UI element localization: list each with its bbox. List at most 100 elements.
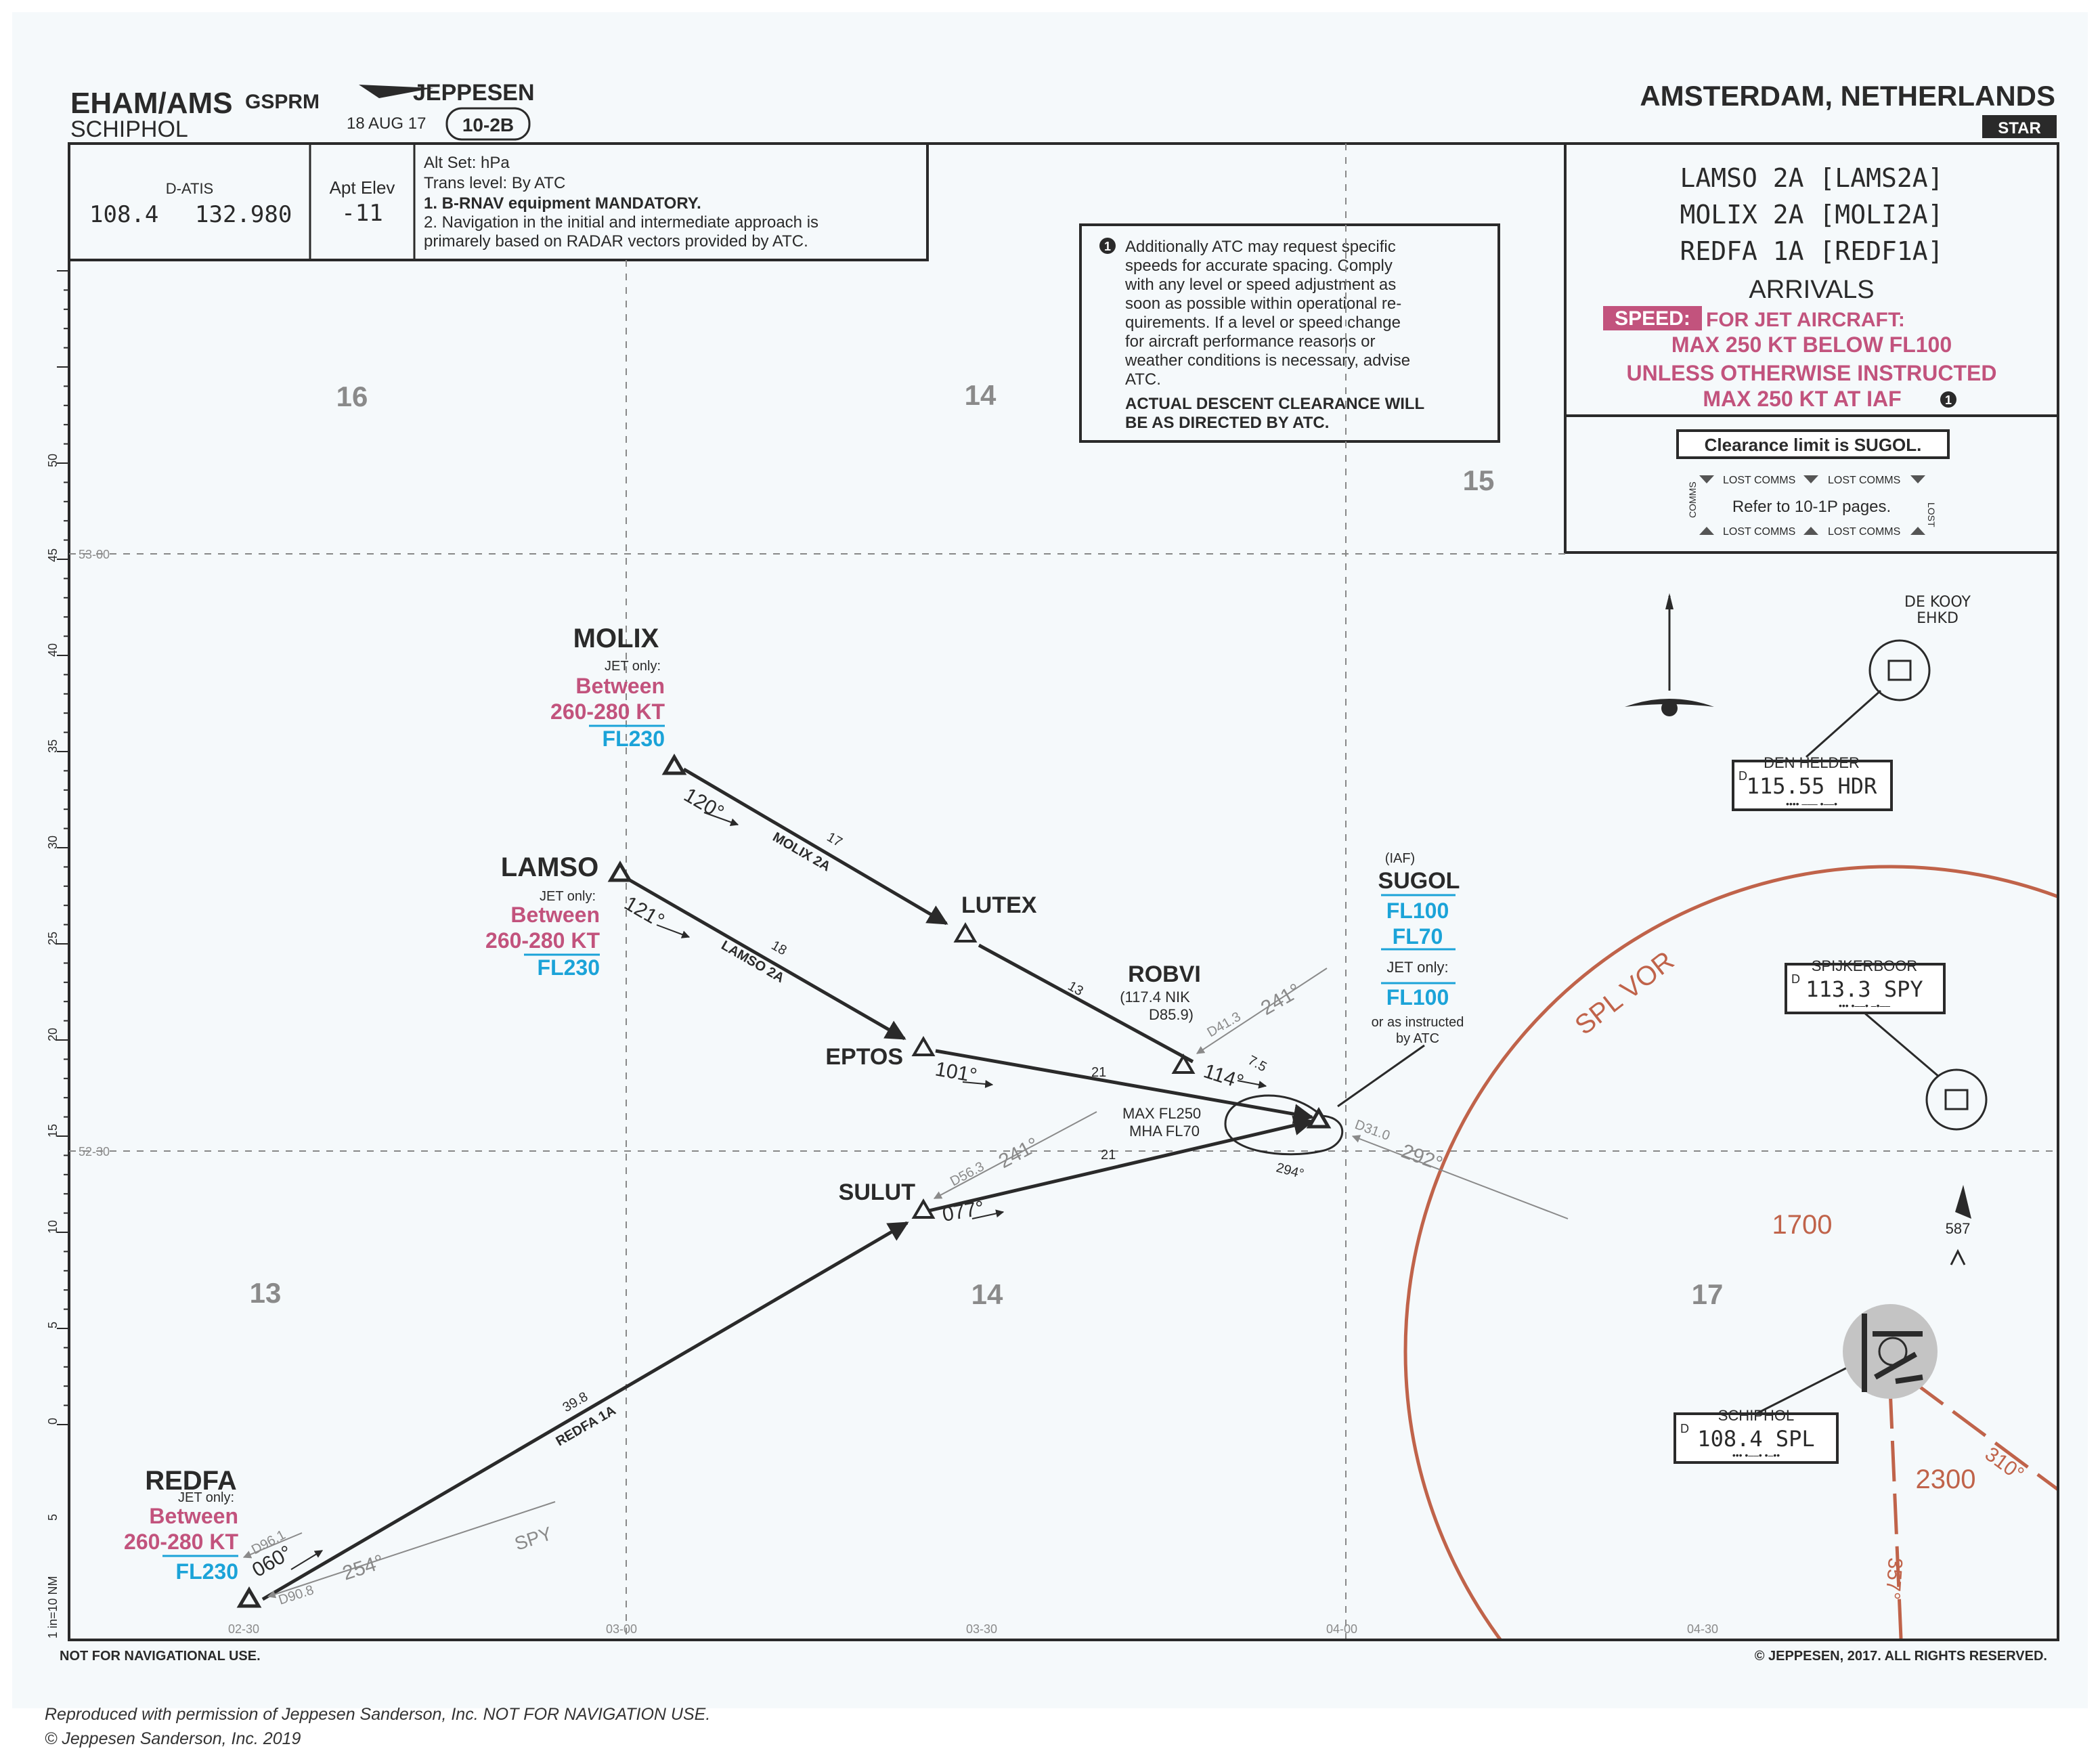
molix-fl: FL230 (603, 727, 665, 751)
reference-radials (242, 968, 1569, 1599)
mora-17: 17 (1692, 1278, 1724, 1310)
schiphol-navaid-box: D SCHIPHOL 108.4 SPL ••• •––• •–•• (1674, 1360, 1861, 1464)
clearance-box (1676, 429, 1950, 459)
lost-comms-top-2: LOST COMMS (1828, 475, 1900, 486)
sugol-or-2: by ATC (1396, 1031, 1439, 1046)
msa-2300: 2300 (1916, 1465, 1976, 1494)
mora-15: 15 (1463, 464, 1495, 496)
note-bold-1: ACTUAL DESCENT CLEARANCE WILL (1125, 395, 1424, 413)
scale-5: 5 (46, 1322, 60, 1328)
speed-line-4: MAX 250 KT AT IAF (1703, 387, 1901, 411)
apt-elev-label: Apt Elev (330, 177, 395, 198)
lamso-label-group: LAMSO JET only: Between 260-280 KT FL230 (485, 852, 600, 980)
trans-level: Trans level: By ATC (424, 174, 565, 192)
den-helder-freq: 115.55 HDR (1747, 773, 1877, 799)
lon-label-1: 02-30 (228, 1622, 259, 1636)
scale-35: 35 (46, 739, 60, 753)
lost-side-label: LOST (1926, 502, 1937, 527)
lost-comms-bottom-2: LOST COMMS (1828, 526, 1900, 538)
scale-50: 50 (46, 454, 60, 467)
spl-morse: ••• •––• •–•• (1732, 1450, 1780, 1460)
airport-name: SCHIPHOL (70, 116, 188, 142)
lost-comms-bottom-1: LOST COMMS (1723, 526, 1795, 538)
lutex-triangle-icon (953, 922, 978, 942)
radial-357: 357° (1881, 1557, 1906, 1601)
note-line-2: speeds for accurate spacing. Comply (1125, 257, 1393, 275)
distance-scale: 50 45 40 35 30 25 20 15 10 5 0 5 1 in=10… (46, 270, 69, 1639)
molix-speed-2: 260-280 KT (550, 699, 665, 724)
spl-freq: 108.4 SPL (1697, 1426, 1814, 1452)
eptos-distance: 21 (1091, 1065, 1106, 1080)
obstacle-587: 587 (1946, 1185, 1971, 1265)
obstacle-height: 587 (1946, 1220, 1971, 1237)
chart-type: STAR (1998, 119, 2041, 137)
molix-name: MOLIX (573, 624, 659, 653)
info-box: D-ATIS 108.4 132.980 Apt Elev -11 Alt Se… (68, 142, 929, 261)
note-line-1: Additionally ATC may request specific (1125, 238, 1396, 256)
copyright-jeppesen: © JEPPESEN, 2017. ALL RIGHTS RESERVED. (1755, 1649, 2047, 1664)
eptos-name: EPTOS (825, 1044, 903, 1070)
sugol-fl70: FL70 (1393, 924, 1443, 949)
robvi-line-2: (117.4 NIK (1120, 989, 1190, 1005)
title-redfa: REDFA 1A [REDF1A] (1680, 236, 1944, 266)
mora-13: 13 (250, 1277, 282, 1309)
robvi-name: ROBVI (1128, 961, 1201, 987)
route-lamso-eptos (621, 874, 906, 1041)
note-line-7: weather conditions is necessary, advise (1124, 351, 1410, 370)
scale-40: 40 (46, 643, 60, 657)
sulut-name: SULUT (839, 1179, 916, 1205)
note-marker: 1 (1945, 393, 1952, 407)
redfa-triangle-icon (236, 1586, 262, 1608)
title-box: LAMSO 2A [LAMS2A] MOLIX 2A [MOLI2A] REDF… (1564, 142, 2059, 554)
hold-max: MAX FL250 (1122, 1105, 1201, 1122)
redfa-speed-2: 260-280 KT (124, 1530, 238, 1554)
lon-label-3: 03-30 (966, 1622, 997, 1636)
speed-line-3: UNLESS OTHERWISE INSTRUCTED (1627, 361, 1997, 385)
title-arrivals: ARRIVALS (1749, 276, 1874, 304)
refer-pages: Refer to 10-1P pages. (1732, 498, 1891, 516)
obstacle-arrow-icon (1955, 1185, 1971, 1219)
chart-frame (68, 142, 2059, 1641)
lat-label-1: 53-00 (79, 548, 110, 561)
sugol-jet-only: JET only: (1386, 959, 1448, 976)
den-helder-navaid-box: D DEN HELDER 115.55 HDR •••• ––– •––• (1732, 754, 1893, 811)
scale-25: 25 (46, 932, 60, 945)
scale-45: 45 (46, 548, 60, 562)
route-lines (261, 767, 1425, 1601)
reproduction-copyright: © Jeppesen Sanderson, Inc. 2019 (45, 1729, 301, 1748)
den-helder-name: DEN HELDER (1764, 754, 1860, 771)
note-line-6: for aircraft performance reasons or (1125, 332, 1375, 351)
not-for-nav: NOT FOR NAVIGATIONAL USE. (60, 1649, 261, 1664)
alt-set: Alt Set: hPa (424, 154, 510, 172)
redfa-fl: FL230 (176, 1559, 238, 1584)
molix-speed-1: Between (575, 674, 665, 698)
redfa-jet-only: JET only: (178, 1490, 234, 1505)
scale-15: 15 (46, 1124, 60, 1138)
lutex-name: LUTEX (961, 892, 1037, 918)
note-2b: primarely based on RADAR vectors provide… (424, 232, 808, 251)
lon-label-2: 03-00 (606, 1622, 637, 1636)
note-bold-2: BE AS DIRECTED BY ATC. (1125, 414, 1329, 432)
spy-vor-icon (1944, 1089, 1969, 1110)
spy-morse: ••• •––• –•–– (1839, 1000, 1890, 1011)
lat-label-2: 52-30 (79, 1145, 110, 1158)
spy-name: SPIJKERBOOR (1812, 957, 1917, 974)
lat-lon-grid (69, 144, 2058, 1639)
speed-tag-bg (1603, 306, 1702, 330)
note-2a: 2. Navigation in the initial and interme… (424, 213, 818, 232)
north-arrow-icon (1625, 593, 1714, 716)
clearance-limit: Clearance limit is SUGOL. (1705, 435, 1922, 455)
speed-line-1: FOR JET AIRCRAFT: (1706, 309, 1905, 331)
speed-line-2: MAX 250 KT BELOW FL100 (1671, 332, 1952, 357)
sugol-fl100: FL100 (1386, 898, 1449, 923)
grid-mora-values: 16 14 15 13 14 17 (250, 379, 1724, 1310)
note-line-5: quirements. If a level or speed change (1125, 313, 1401, 332)
sulut-triangle-icon (911, 1198, 936, 1219)
eptos-triangle-icon (911, 1036, 936, 1056)
scale-5b: 5 (46, 1514, 60, 1521)
speed-tag: SPEED: (1615, 307, 1690, 330)
jeppesen-logo-icon (359, 85, 433, 98)
reproduction-notice: Reproduced with permission of Jeppesen S… (45, 1705, 711, 1724)
lamso-triangle-icon (607, 861, 633, 882)
note-line-3: with any level or speed adjustment as (1124, 276, 1396, 294)
